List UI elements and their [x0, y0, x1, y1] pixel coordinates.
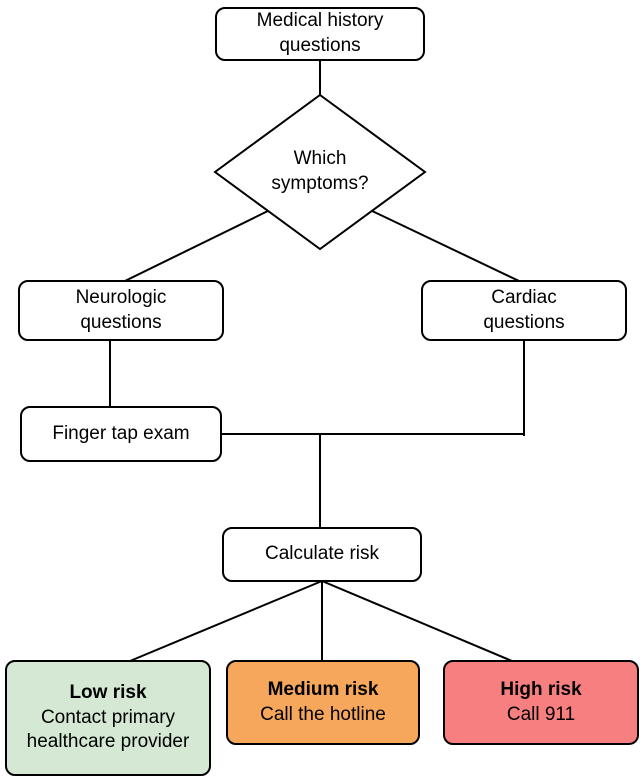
node-high-risk: High risk Call 911 — [443, 660, 639, 745]
node-label: Medical history questions — [256, 10, 384, 56]
node-which-symptoms: Which symptoms? — [240, 144, 400, 200]
node-finger-tap-exam: Finger tap exam — [20, 406, 222, 462]
node-low-risk: Low risk Contact primary healthcare prov… — [5, 660, 211, 776]
node-cardiac-questions: Cardiac questions — [421, 280, 627, 341]
node-label: Which symptoms? — [271, 148, 369, 194]
node-detail: Call 911 — [506, 703, 576, 725]
node-medical-history-questions: Medical history questions — [215, 7, 425, 61]
node-calculate-risk: Calculate risk — [222, 527, 422, 582]
connector-decision-to-neurologic — [123, 207, 274, 283]
node-title: High risk — [500, 678, 582, 700]
node-detail: Contact primary healthcare provider — [26, 706, 190, 753]
decision-diamond-shape — [213, 93, 427, 251]
node-label: Cardiac questions — [483, 286, 565, 333]
node-label: Calculate risk — [264, 543, 380, 565]
connector-decision-to-cardiac — [366, 207, 521, 283]
node-label: Neurologic questions — [75, 286, 167, 333]
connector-calculate-to-high — [320, 579, 514, 663]
node-title: Low risk — [69, 681, 147, 703]
connector-group — [109, 60, 525, 663]
node-label: Finger tap exam — [52, 422, 190, 444]
node-title: Medium risk — [267, 678, 379, 700]
node-detail: Call the hotline — [260, 703, 386, 725]
node-medium-risk: Medium risk Call the hotline — [226, 660, 420, 745]
connector-calculate-to-low — [128, 579, 324, 663]
node-neurologic-questions: Neurologic questions — [18, 280, 224, 341]
